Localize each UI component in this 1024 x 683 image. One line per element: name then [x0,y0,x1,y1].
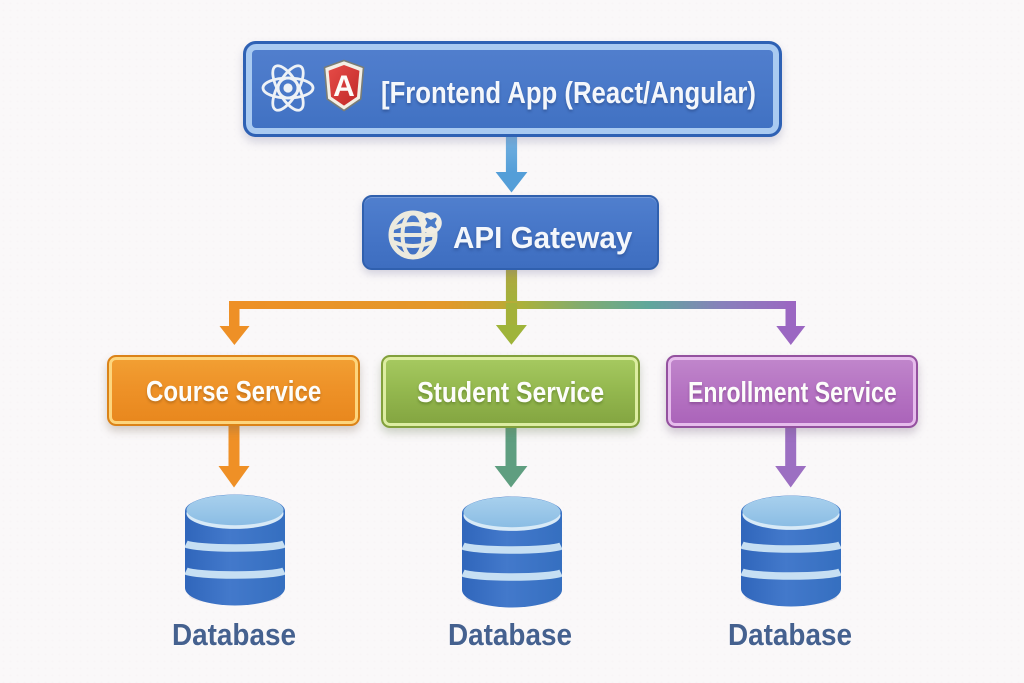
svg-text:A: A [333,70,355,103]
